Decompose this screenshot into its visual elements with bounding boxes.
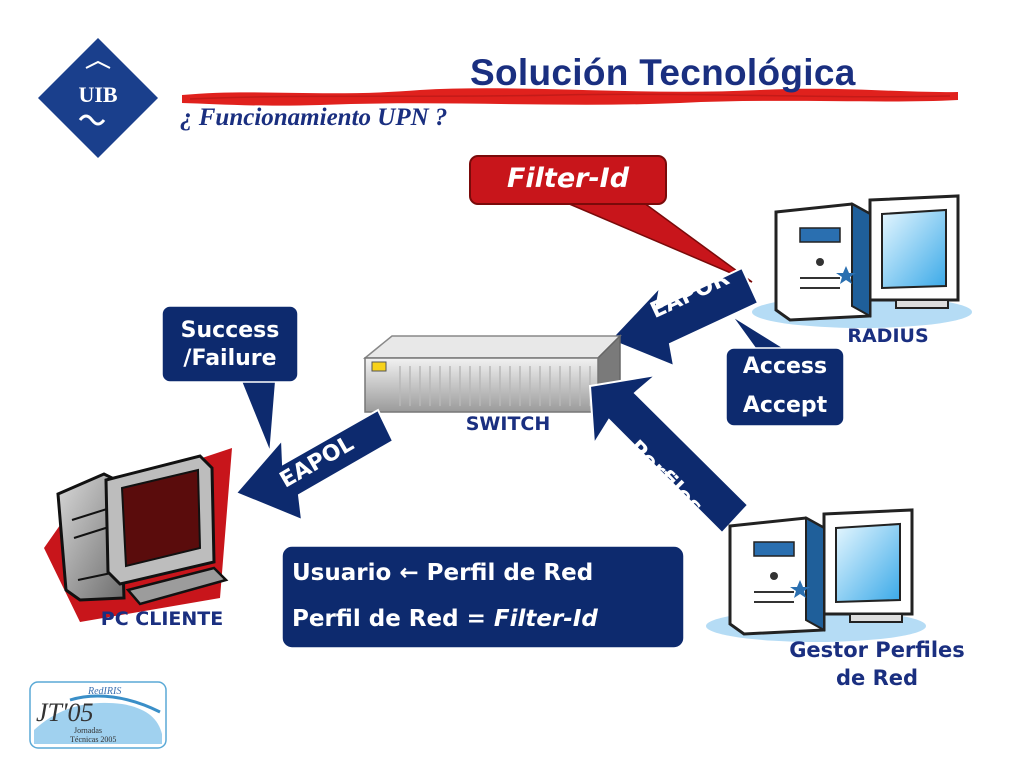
perfiles-arrow <box>588 373 750 535</box>
info-line-2-value: Filter-Id <box>493 606 598 632</box>
success-label: Success <box>180 318 280 343</box>
left-arrow-icon: ← <box>399 560 419 586</box>
jt05-line2: Técnicas 2005 <box>70 735 117 744</box>
pc-cliente-icon <box>44 448 232 622</box>
uib-logo-text: UIB <box>78 82 118 107</box>
pc-cliente-label: PC CLIENTE <box>100 608 224 630</box>
info-box <box>281 545 685 649</box>
radius-label: RADIUS <box>847 325 929 347</box>
info-line-1: Usuario ← Perfil de Red <box>292 560 593 586</box>
switch-label: SWITCH <box>465 413 551 435</box>
page-subtitle: ¿ Funcionamiento UPN ? <box>180 104 448 131</box>
jt05-brand: RedIRIS <box>88 686 122 697</box>
gestor-label-line2: de Red <box>835 666 919 690</box>
accept-label: Accept <box>742 393 828 418</box>
gestor-label-line1: Gestor Perfiles <box>789 638 965 662</box>
jt05-logo <box>29 681 167 749</box>
jt05-line1: Jornadas <box>74 726 102 735</box>
radius-server-icon <box>752 194 972 328</box>
info-line-2: Perfil de Red = Filter-Id <box>292 606 598 632</box>
uib-logo <box>38 38 158 158</box>
access-label: Access <box>742 354 828 379</box>
success-failure-callout <box>161 305 299 453</box>
filter-id-callout <box>469 155 753 283</box>
switch-icon <box>362 334 622 414</box>
page-title: Solución Tecnológica <box>470 52 856 93</box>
failure-label: /Failure <box>183 346 277 371</box>
access-accept-callout <box>725 315 845 427</box>
title-brush-stroke <box>182 88 958 106</box>
info-line-2-prefix: Perfil de Red = <box>292 606 486 632</box>
info-line-1-prefix: Usuario <box>292 560 392 586</box>
filter-id-label: Filter-Id <box>506 163 630 194</box>
eapor-arrow <box>608 266 760 368</box>
eapol-arrow <box>234 408 395 522</box>
jt05-mark: JT'05 <box>36 698 94 727</box>
info-line-1-suffix: Perfil de Red <box>426 560 594 586</box>
gestor-server-icon <box>706 508 926 642</box>
